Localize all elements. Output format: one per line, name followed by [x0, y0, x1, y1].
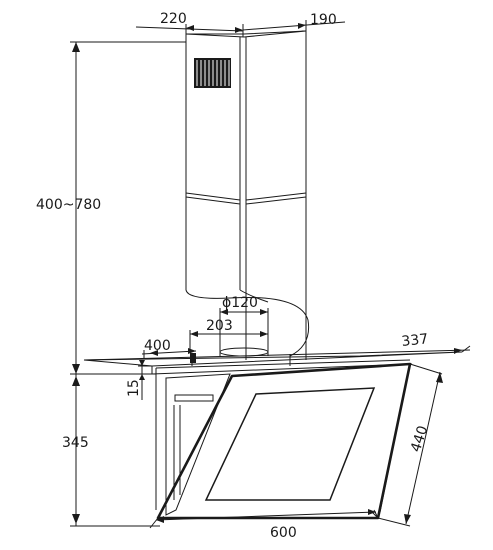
- glass-window: [204, 387, 376, 501]
- dim-bracket-width: 400: [144, 338, 171, 354]
- dimension-labels: 220 190 400~780 ϕ120 203 400 337 15 345 …: [36, 11, 431, 541]
- dim-bracket-height: 15: [126, 379, 142, 397]
- dim-hood-width: 600: [270, 525, 297, 541]
- dim-duct-offset: 203: [206, 318, 233, 334]
- dimension-lines: [70, 20, 471, 529]
- vent-grille-icon: [194, 58, 231, 88]
- hood-body: [155, 362, 412, 520]
- chimney: [185, 30, 307, 360]
- glass-panel: [156, 362, 412, 520]
- dim-hood-height: 345: [62, 435, 89, 451]
- dim-chimney-height: 400~780: [36, 197, 101, 213]
- chimney-top-face: [185, 30, 307, 38]
- dim-glass-length: 440: [408, 424, 431, 454]
- dim-duct-diameter: ϕ120: [222, 295, 258, 311]
- dim-chimney-depth: 190: [310, 12, 337, 28]
- dim-chimney-width: 220: [160, 11, 187, 27]
- dim-hood-depth: 337: [401, 331, 429, 350]
